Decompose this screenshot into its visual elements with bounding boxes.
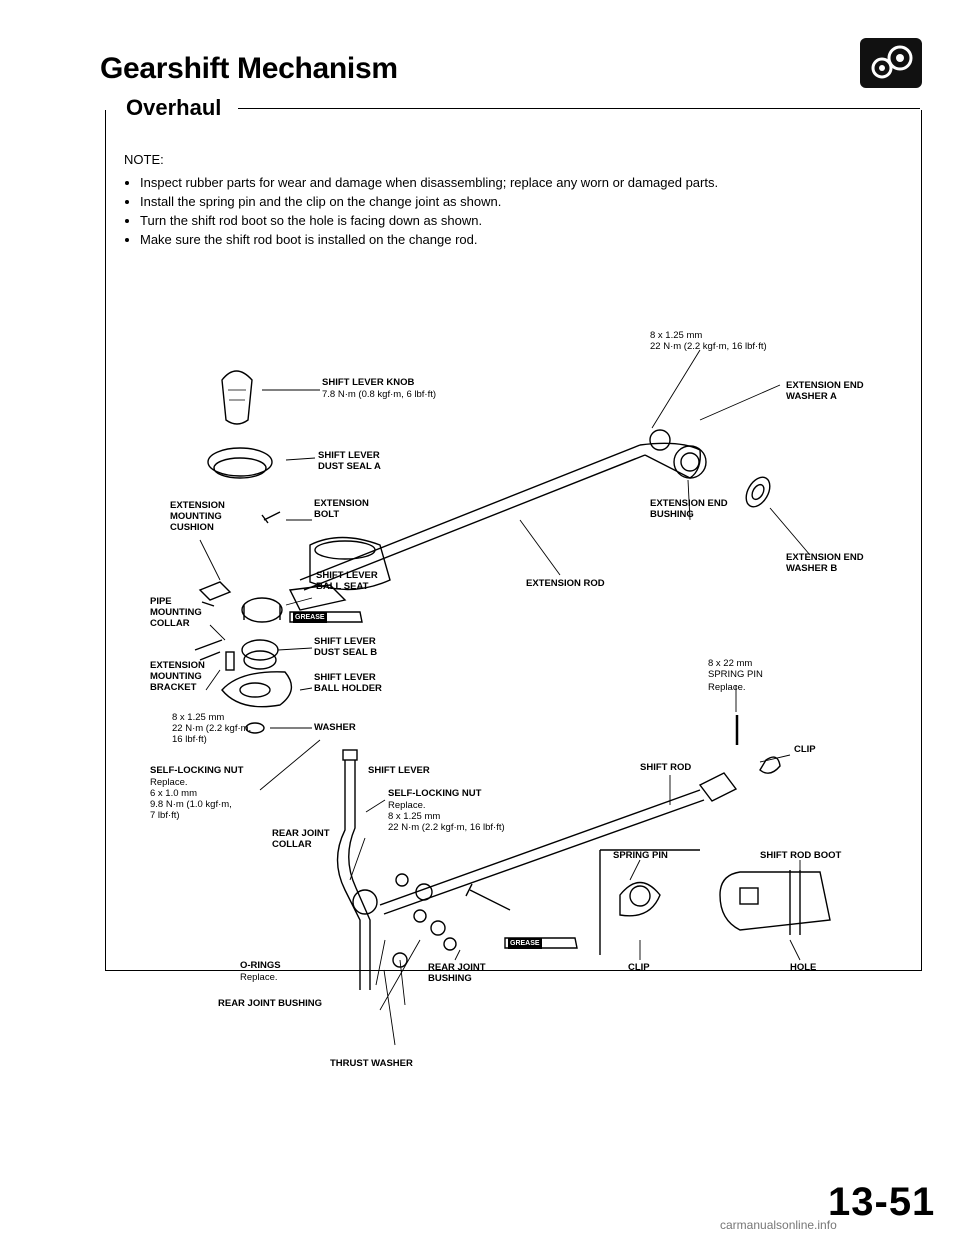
note-item: Turn the shift rod boot so the hole is f… [140,211,718,230]
label-nut1-spec: Replace. 6 x 1.0 mm 9.8 N·m (1.0 kgf·m, … [150,777,232,821]
label-spring-pin-spec: 8 x 22 mm SPRING PIN [708,658,763,680]
label-o-rings: O-RINGS [240,960,281,971]
label-dust-seal-b: SHIFT LEVER DUST SEAL B [314,636,378,658]
label-shift-rod-boot: SHIFT ROD BOOT [760,850,842,861]
label-rear-joint-collar: REAR JOINT COLLAR [272,828,330,850]
label-clip-2: CLIP [628,962,650,973]
note-item: Inspect rubber parts for wear and damage… [140,173,718,192]
label-ball-seat: SHIFT LEVER BALL SEAT [316,570,378,592]
label-washer: WASHER [314,722,356,733]
label-extension-bracket: EXTENSION MOUNTING BRACKET [150,660,205,693]
label-self-locking-nut-1: SELF-LOCKING NUT [150,765,244,776]
label-shift-lever: SHIFT LEVER [368,765,430,776]
label-self-locking-nut-2: SELF-LOCKING NUT [388,788,482,799]
label-extension-bolt: EXTENSION BOLT [314,498,369,520]
grease-tube-label-2: GREASE [508,938,542,949]
label-knob-torque: 7.8 N·m (0.8 kgf·m, 6 lbf·ft) [322,389,437,400]
label-thrust-washer: THRUST WASHER [330,1058,413,1069]
section-subtitle: Overhaul [126,95,222,120]
label-shift-rod: SHIFT ROD [640,762,692,773]
label-rear-joint-bushing-2: REAR JOINT BUSHING [218,998,322,1009]
footer-watermark: carmanualsonline.info [720,1218,837,1232]
label-hole: HOLE [790,962,817,973]
knob-shape [221,370,253,425]
page-number: 13-51 [828,1180,936,1224]
gearshift-logo-icon [860,38,922,88]
page-title: Gearshift Mechanism [100,52,398,85]
label-rear-joint-bushing-1: REAR JOINT BUSHING [428,962,486,984]
label-extension-torque: 8 x 1.25 mm 22 N·m (2.2 kgf·m, 16 lbf·ft… [650,330,767,352]
label-nut2-spec: Replace. 8 x 1.25 mm 22 N·m (2.2 kgf·m, … [388,800,505,833]
note-item: Install the spring pin and the clip on t… [140,192,718,211]
label-shift-lever-knob: SHIFT LEVER KNOB [322,377,415,388]
label-spring-pin: SPRING PIN [613,850,668,861]
note-item: Make sure the shift rod boot is installe… [140,230,718,249]
label-o-rings-replace: Replace. [240,972,278,983]
label-washer-a: EXTENSION END WASHER A [786,380,864,402]
label-spring-pin-replace: Replace. [708,682,746,693]
label-extension-cushion: EXTENSION MOUNTING CUSHION [170,500,225,533]
grease-tube-label: GREASE [293,612,327,623]
label-ball-holder: SHIFT LEVER BALL HOLDER [314,672,382,694]
label-washer-b: EXTENSION END WASHER B [786,552,864,574]
frame-top-rule [238,108,920,109]
notes-heading: NOTE: [124,152,164,167]
label-end-bushing: EXTENSION END BUSHING [650,498,728,520]
label-bracket-torque: 8 x 1.25 mm 22 N·m (2.2 kgf·m, 16 lbf·ft… [172,712,252,745]
label-dust-seal-a: SHIFT LEVER DUST SEAL A [318,450,381,472]
label-extension-rod: EXTENSION ROD [526,578,605,589]
content-frame [105,110,922,971]
label-pipe-collar: PIPE MOUNTING COLLAR [150,596,202,629]
notes-block: NOTE: Inspect rubber parts for wear and … [124,150,718,249]
label-clip: CLIP [794,744,816,755]
